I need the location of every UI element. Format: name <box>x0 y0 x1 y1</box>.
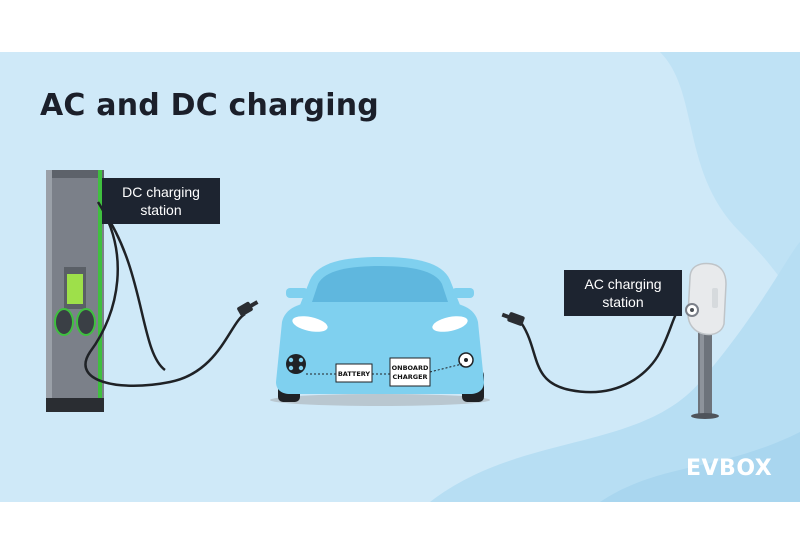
connector-plug-icon <box>237 300 259 317</box>
background-wave <box>600 432 800 502</box>
evbox-logo: EVBOX <box>686 456 773 481</box>
charging-cable-icon <box>520 313 678 394</box>
diagram-canvas: BATTERY ONBOARD CHARGER AC and DC chargi… <box>0 52 800 502</box>
battery-box <box>335 363 373 383</box>
dc-charging-station-icon <box>46 170 104 412</box>
charging-cable-icon <box>102 211 166 372</box>
page-title: AC and DC charging <box>40 88 379 123</box>
dc-charging-station-label: DC charging station <box>102 178 220 224</box>
battery-label: BATTERY <box>338 370 371 378</box>
background-wave <box>660 52 800 312</box>
ac-charging-station-label: AC charging station <box>564 270 682 316</box>
diagram-scene: BATTERY ONBOARD CHARGER <box>46 52 800 502</box>
car-icon: BATTERY ONBOARD CHARGER <box>270 257 490 406</box>
onboard-charger-box <box>389 357 431 387</box>
background-wave <box>430 242 800 502</box>
onboard-charger-label-line1: ONBOARD <box>392 364 429 372</box>
connector-plug-icon <box>501 312 525 326</box>
ac-charging-station-icon <box>685 262 727 419</box>
charging-cable-icon <box>84 201 246 387</box>
onboard-charger-label-line2: CHARGER <box>392 373 427 381</box>
